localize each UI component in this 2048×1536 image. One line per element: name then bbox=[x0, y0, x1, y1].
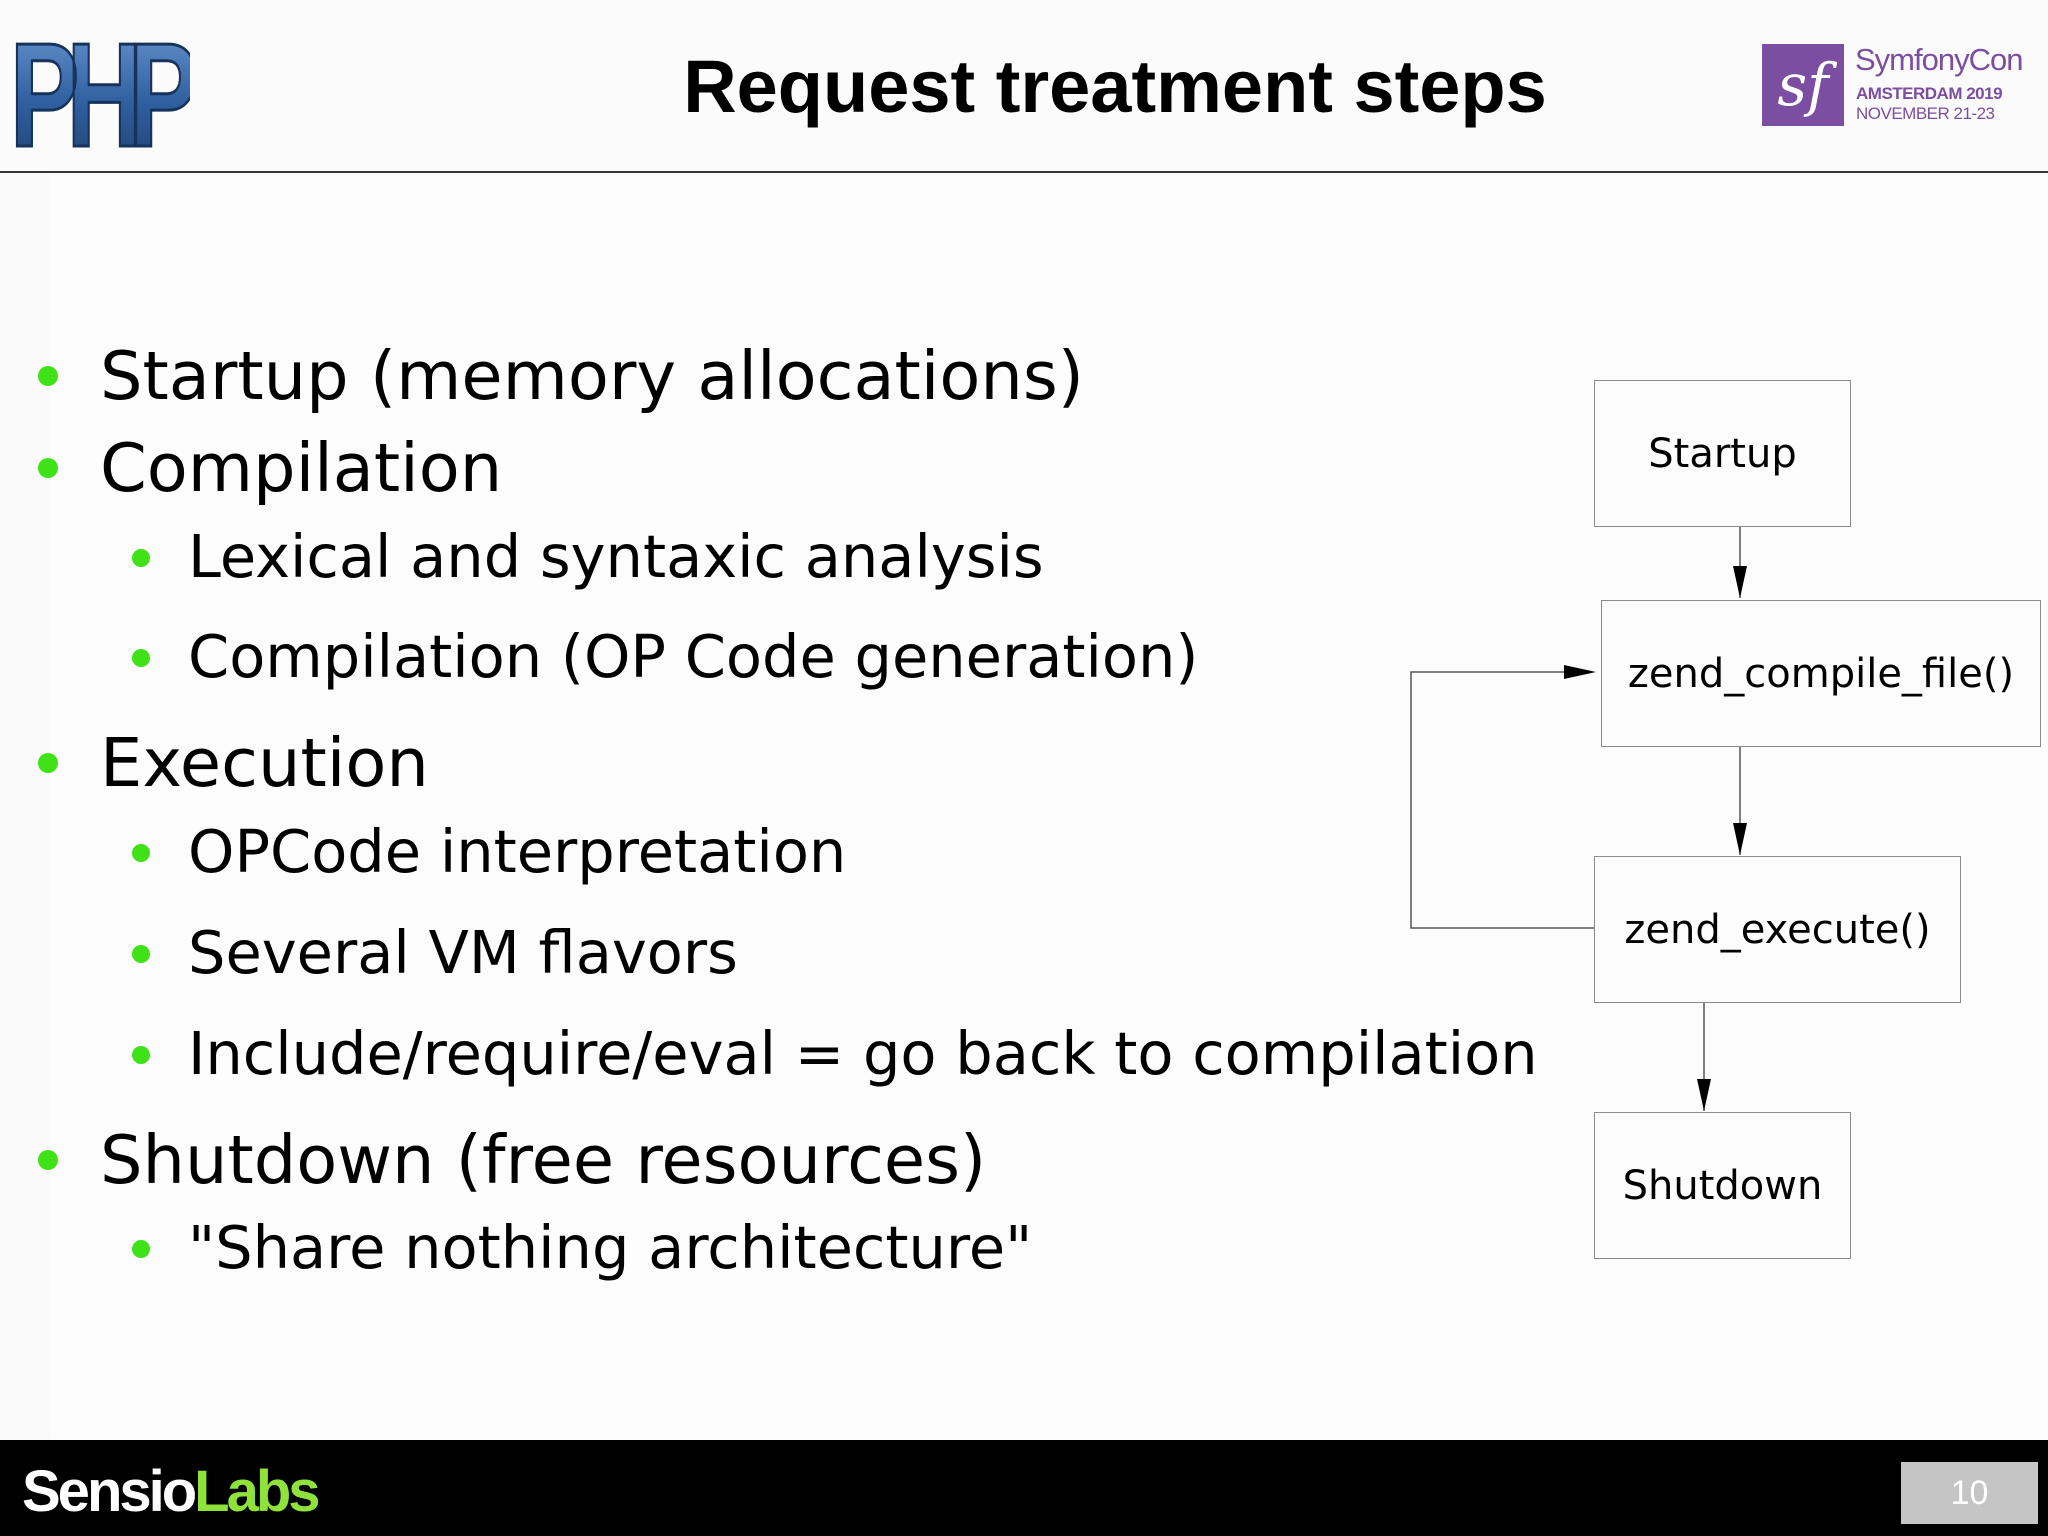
sub-bullet-dot bbox=[132, 1046, 150, 1064]
php-logo-text: PHP bbox=[10, 13, 190, 158]
bullet-dot bbox=[38, 458, 58, 478]
symfonycon-city: AMSTERDAM 2019 bbox=[1856, 84, 2003, 103]
sub-bullet-dot bbox=[132, 649, 150, 667]
diagram-node-compile: zend_compile_file() bbox=[1601, 600, 2041, 747]
bullet-item: Compilation bbox=[100, 429, 503, 507]
bullet-dot bbox=[38, 753, 58, 773]
sub-bullet-dot bbox=[132, 945, 150, 963]
bullet-item: Shutdown (free resources) bbox=[100, 1121, 987, 1199]
sub-bullet-item: OPCode interpretation bbox=[188, 817, 847, 886]
sub-bullet-dot bbox=[132, 844, 150, 862]
diagram-node-shutdown: Shutdown bbox=[1594, 1112, 1851, 1259]
sub-bullet-item: Compilation (OP Code generation) bbox=[188, 622, 1199, 691]
bullet-dot bbox=[38, 366, 58, 386]
bullet-item: Execution bbox=[100, 724, 429, 802]
page-number: 10 bbox=[1901, 1462, 2038, 1524]
symfonycon-name: SymfonyCon bbox=[1855, 42, 2023, 77]
sensiolabs-logo-part2: Labs bbox=[194, 1459, 320, 1524]
diagram-node-execute: zend_execute() bbox=[1594, 856, 1961, 1003]
sub-bullet-item: Include/require/eval = go back to compil… bbox=[188, 1019, 1538, 1088]
slide-footer bbox=[0, 1440, 2048, 1536]
header-divider bbox=[0, 171, 2048, 173]
diagram-node-startup: Startup bbox=[1594, 380, 1851, 527]
sub-bullet-item: "Share nothing architecture" bbox=[188, 1213, 1033, 1282]
slide-header bbox=[0, 0, 2048, 172]
php-logo: PHP bbox=[9, 12, 191, 159]
bullet-dot bbox=[38, 1150, 58, 1170]
slide-title: Request treatment steps bbox=[683, 45, 1547, 128]
symfony-logo-badge: sf bbox=[1762, 44, 1844, 126]
sub-bullet-dot bbox=[132, 1240, 150, 1258]
bullet-item: Startup (memory allocations) bbox=[100, 337, 1084, 415]
sub-bullet-dot bbox=[132, 549, 150, 567]
sensiolabs-logo-part1: Sensio bbox=[22, 1459, 197, 1524]
sensiolabs-logo: SensioLabs bbox=[22, 1459, 321, 1524]
sub-bullet-item: Several VM flavors bbox=[188, 918, 738, 987]
sub-bullet-item: Lexical and syntaxic analysis bbox=[188, 522, 1044, 591]
symfonycon-dates: NOVEMBER 21-23 bbox=[1856, 104, 1995, 123]
